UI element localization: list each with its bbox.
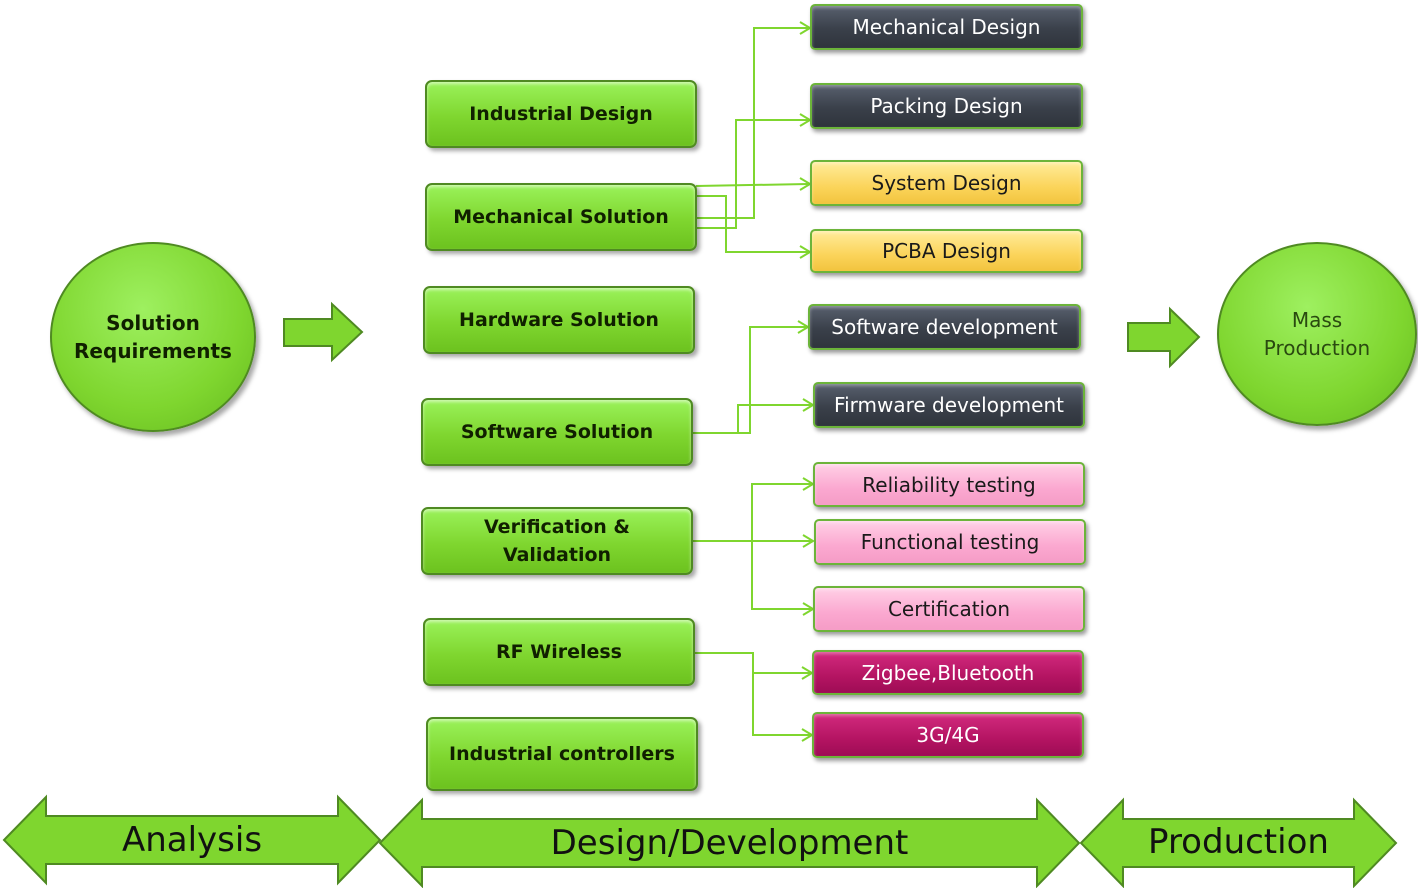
production-phase-arrow-icon: [1079, 797, 1398, 888]
verification-validation-box: Verification & Validation: [421, 507, 693, 575]
hardware-solution-box: Hardware Solution: [423, 286, 695, 354]
connector-pcba-design: [696, 195, 808, 253]
software-development-label: Software development: [831, 315, 1058, 339]
industrial-design-label: Industrial Design: [469, 103, 653, 125]
certification-label: Certification: [887, 597, 1011, 621]
connector-packing-design: [696, 119, 808, 229]
3g-4g-box: 3G/4G: [812, 712, 1084, 758]
functional-testing-box: Functional testing: [814, 519, 1086, 565]
connector-3g4g: [752, 673, 810, 736]
hardware-solution-label: Hardware Solution: [459, 309, 659, 331]
mass-production-circle: Mass Production: [1217, 242, 1417, 426]
start-line1: Solution: [106, 311, 200, 335]
3g-4g-label: 3G/4G: [916, 723, 980, 747]
pcba-design-label: PCBA Design: [882, 239, 1011, 263]
rf-wireless-label: RF Wireless: [496, 641, 622, 663]
rf-wireless-box: RF Wireless: [423, 618, 695, 686]
design-development-phase-label: Design/Development: [550, 823, 909, 863]
arrow-to-design-icon: [283, 301, 364, 363]
packing-design-label: Packing Design: [870, 94, 1023, 118]
verification-label-line2: Validation: [502, 544, 612, 566]
software-development-box: Software development: [808, 304, 1081, 350]
software-solution-label: Software Solution: [460, 421, 654, 443]
mechanical-design-label: Mechanical Design: [852, 15, 1041, 39]
system-design-box: System Design: [810, 160, 1083, 206]
connector-certification: [751, 541, 811, 610]
firmware-development-label: Firmware development: [834, 393, 1064, 417]
software-solution-box: Software Solution: [421, 398, 693, 466]
industrial-controllers-box: Industrial controllers: [426, 717, 698, 791]
start-line2: Requirements: [74, 339, 232, 363]
packing-design-box: Packing Design: [810, 83, 1083, 129]
mechanical-solution-label: Mechanical Solution: [453, 206, 669, 228]
pcba-design-box: PCBA Design: [810, 229, 1083, 273]
verification-label-line1: Verification &: [484, 516, 630, 538]
mechanical-design-box: Mechanical Design: [810, 4, 1083, 50]
end-line2: Production: [1263, 336, 1371, 360]
firmware-development-box: Firmware development: [813, 382, 1085, 428]
connector-system-design: [695, 183, 809, 187]
end-line1: Mass: [1291, 308, 1343, 332]
connector-mechanical-design: [696, 27, 808, 219]
analysis-phase-label: Analysis: [121, 820, 263, 860]
reliability-testing-label: Reliability testing: [862, 472, 1036, 497]
zigbee-bluetooth-label: Zigbee,Bluetooth: [861, 660, 1035, 685]
industrial-design-box: Industrial Design: [425, 80, 697, 148]
certification-box: Certification: [813, 586, 1085, 632]
solution-requirements-circle: Solution Requirements: [50, 242, 256, 432]
reliability-testing-box: Reliability testing: [813, 462, 1085, 507]
connector-zigbee: [694, 652, 810, 674]
connector-firmware-development: [692, 404, 811, 434]
industrial-controllers-label: Industrial controllers: [449, 743, 675, 765]
connector-software-development: [692, 326, 806, 434]
analysis-phase-arrow-icon: [2, 794, 382, 886]
connector-reliability-testing: [692, 483, 811, 542]
mechanical-solution-box: Mechanical Solution: [425, 183, 697, 251]
zigbee-bluetooth-box: Zigbee,Bluetooth: [812, 650, 1084, 695]
system-design-label: System Design: [871, 171, 1022, 195]
production-phase-label: Production: [1148, 822, 1329, 862]
arrow-to-production-icon: [1127, 306, 1201, 369]
functional-testing-label: Functional testing: [860, 530, 1040, 554]
design-phase-arrow-icon: [378, 797, 1081, 888]
